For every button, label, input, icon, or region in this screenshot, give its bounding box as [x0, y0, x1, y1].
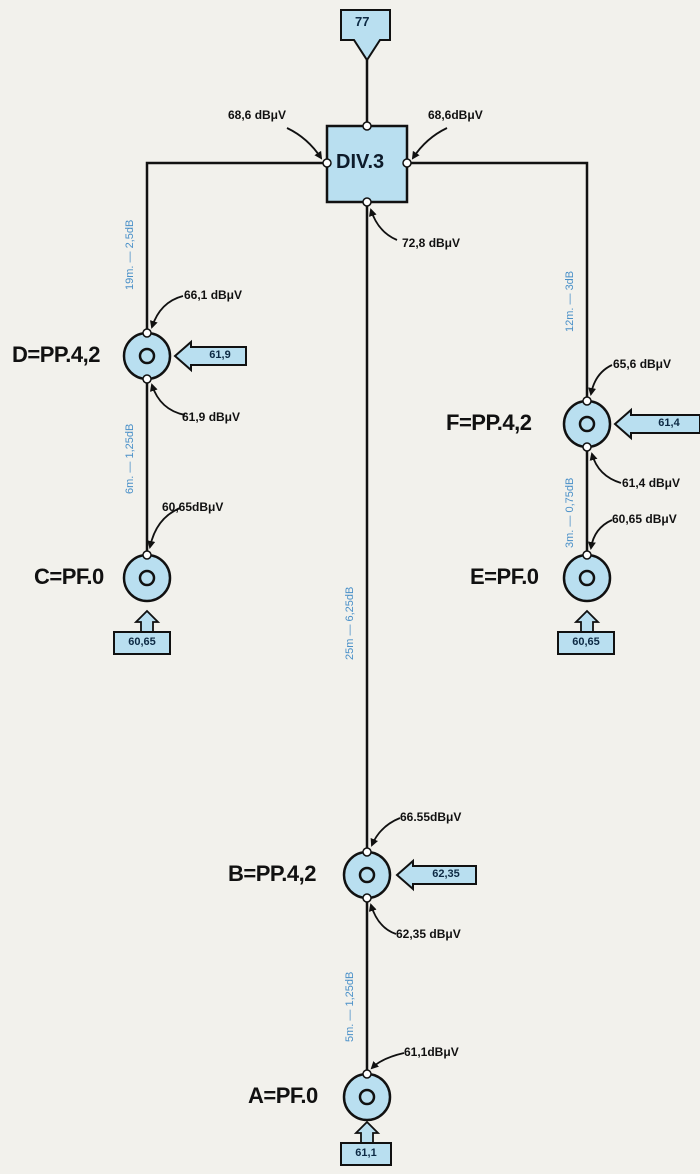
cable-top-left-label: 19m. — 2,5dB	[124, 219, 136, 290]
level-pointers	[147, 127, 622, 1070]
tap-arrow-c	[113, 609, 171, 655]
outlet-c-tap-value: 60,65	[128, 636, 156, 648]
outlet-a-in-level: 61,1dBμV	[404, 1045, 459, 1059]
cable-top-right-label: 12m. — 3dB	[564, 270, 576, 332]
outlet-d-label: D=PP.4,2	[12, 342, 100, 367]
outlet-b-in-level: 66.55dBμV	[400, 810, 462, 824]
outlet-c-label: C=PF.0	[34, 564, 104, 589]
outlet-e-tap-value: 60,65	[572, 636, 600, 648]
divider-out-right-level: 68,6dBμV	[428, 108, 483, 122]
outlet-b-label: B=PP.4,2	[228, 861, 316, 886]
outlet-a-label: A=PF.0	[248, 1083, 318, 1108]
cable-d-c-label: 6m. — 1,25dB	[124, 423, 136, 494]
outlet-e-label: E=PF.0	[470, 564, 539, 589]
tap-arrow-d	[173, 339, 247, 373]
cable-lines	[145, 60, 589, 1075]
outlet-d-icon	[122, 328, 172, 384]
outlet-e-icon	[562, 550, 612, 603]
outlet-b-tap-value: 62,35	[432, 868, 460, 880]
divider-out-left-level: 68,6 dBμV	[228, 108, 287, 122]
outlet-a-tap-value: 61,1	[355, 1147, 377, 1159]
outlet-d-in-level: 66,1 dBμV	[184, 288, 243, 302]
outlet-b-icon	[342, 847, 392, 903]
outlet-d-out-level: 61,9 dBμV	[182, 410, 241, 424]
outlet-d-tap-value: 61,9	[209, 349, 231, 361]
tap-arrow-b	[395, 858, 477, 892]
outlet-a-icon	[342, 1069, 392, 1122]
outlet-f-in-level: 65,6 dBμV	[613, 357, 672, 371]
tap-arrow-a	[340, 1120, 392, 1166]
outlet-e-in-level: 60,65 dBμV	[612, 512, 677, 526]
outlet-c-icon	[122, 550, 172, 603]
tap-arrow-e	[557, 609, 615, 655]
cable-b-a-label: 5m. — 1,25dB	[344, 971, 356, 1042]
cable-f-e-label: 3m. — 0,75dB	[564, 477, 576, 548]
outlet-c-in-level: 60,65dBμV	[162, 500, 224, 514]
outlet-f-tap-value: 61,4	[658, 417, 680, 429]
tap-arrow-f	[613, 407, 700, 441]
cable-center-label: 25m — 6,25dB	[344, 586, 356, 660]
divider-label: DIV.3	[336, 151, 385, 173]
divider-out-down-level: 72,8 dBμV	[402, 236, 461, 250]
outlet-f-icon	[562, 396, 612, 452]
outlet-b-out-level: 62,35 dBμV	[396, 927, 461, 941]
outlet-f-out-level: 61,4 dBμV	[622, 476, 681, 490]
divider-box	[322, 121, 412, 207]
input-level: 77	[355, 14, 370, 29]
outlet-f-label: F=PP.4,2	[446, 410, 532, 435]
input-arrow	[340, 9, 391, 62]
